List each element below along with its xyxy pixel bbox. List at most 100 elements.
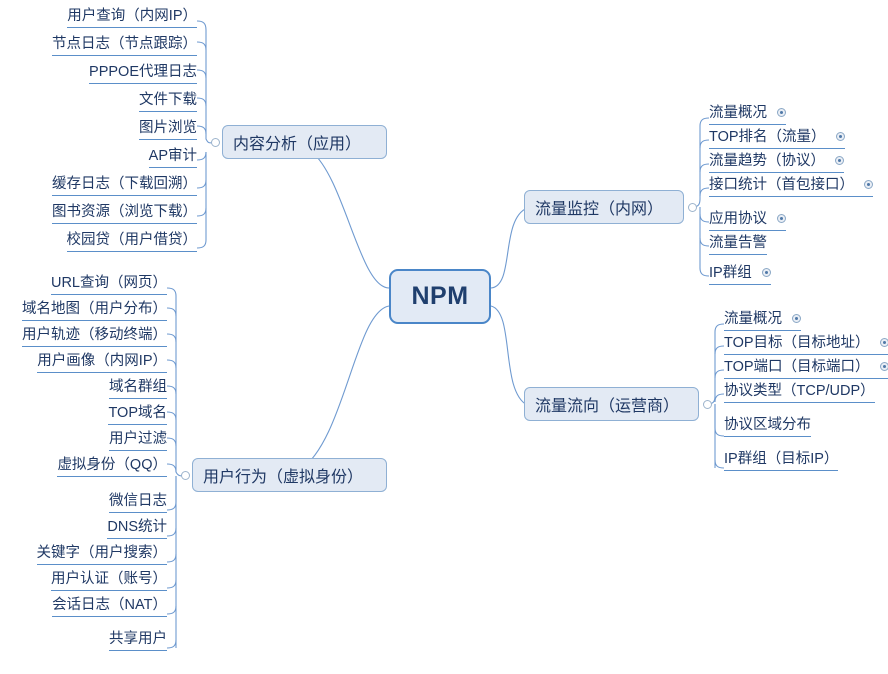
leaf-label: PPPOE代理日志 [89,64,197,80]
leaf-label: 节点日志（节点跟踪） [52,36,197,52]
leaf-label: TOP域名 [108,405,167,421]
leaf-underline [709,124,787,126]
leaf-item[interactable]: 流量概况 [709,104,787,127]
leaf-label: 协议类型（TCP/UDP） [724,383,875,399]
leaf-item[interactable]: 校园贷（用户借贷） [66,231,198,254]
leaf-item[interactable]: 用户查询（内网IP） [67,7,197,30]
leaf-label: AP审计 [148,148,197,164]
leaf-item[interactable]: DNS统计 [107,518,167,541]
leaf-label: 关键字（用户搜索） [36,545,168,561]
leaf-item[interactable]: 应用协议 [709,210,787,233]
leaf-underline [109,512,167,514]
leaf-item[interactable]: 共享用户 [109,630,167,653]
branch-node-traffic-flow[interactable]: 流量流向（运营商） [524,387,699,421]
leaf-label: DNS统计 [107,519,167,535]
leaf-item[interactable]: 图片浏览 [139,119,197,142]
collapse-toggle-icon-traffic-flow[interactable] [703,400,712,409]
leaf-underline [52,616,167,618]
collapse-toggle-icon-traffic-monitor[interactable] [688,203,697,212]
leaf-item[interactable]: TOP目标（目标地址） [724,334,888,357]
leaf-underline [709,172,845,174]
leaf-item[interactable]: IP群组（目标IP） [724,450,839,473]
leaf-underline [108,424,167,426]
leaf-underline [724,378,888,380]
leaf-underline [50,294,167,296]
expand-circle-icon[interactable] [864,179,874,189]
leaf-underline [709,148,845,150]
leaf-label: 用户查询（内网IP） [67,8,197,24]
leaf-item[interactable]: 用户过滤 [109,430,167,453]
expand-circle-icon[interactable] [777,107,787,117]
leaf-underline [52,195,197,197]
expand-circle-icon[interactable] [761,267,771,277]
leaf-item[interactable]: 流量趋势（协议） [709,152,845,175]
leaf-item[interactable]: 域名群组 [109,378,167,401]
leaf-item[interactable]: 协议类型（TCP/UDP） [724,382,875,405]
leaf-item[interactable]: URL查询（网页） [50,274,167,297]
branch-node-content-analysis[interactable]: 内容分析（应用） [222,125,387,159]
leaf-item[interactable]: 协议区域分布 [724,416,811,439]
leaf-item[interactable]: TOP排名（流量） [709,128,845,151]
leaf-item[interactable]: 域名地图（用户分布） [22,300,167,323]
expand-circle-icon[interactable] [792,313,802,323]
leaf-item[interactable]: 节点日志（节点跟踪） [52,35,197,58]
leaf-underline [109,398,167,400]
branch-node-user-behavior[interactable]: 用户行为（虚拟身份） [192,458,387,492]
leaf-label: IP群组（目标IP） [724,451,839,467]
leaf-underline [724,470,839,472]
leaf-item[interactable]: 用户轨迹（移动终端） [22,326,167,349]
leaf-item[interactable]: 会话日志（NAT） [52,596,167,619]
leaf-item[interactable]: 流量告警 [709,234,767,257]
leaf-underline [109,450,167,452]
leaf-item[interactable]: 微信日志 [109,492,167,515]
leaf-item[interactable]: 用户认证（账号） [51,570,167,593]
leaf-underline [139,111,197,113]
leaf-item[interactable]: 接口统计（首包接口） [709,176,874,199]
expand-circle-icon[interactable] [879,337,888,347]
leaf-underline [36,564,167,566]
leaf-item[interactable]: AP审计 [148,147,197,170]
leaf-label: URL查询（网页） [50,275,167,291]
leaf-underline [724,402,875,404]
expand-circle-icon[interactable] [835,131,845,141]
leaf-label: 域名群组 [109,379,167,395]
leaf-label: 缓存日志（下载回溯） [52,176,197,192]
leaf-item[interactable]: IP群组 [709,264,771,287]
root-node-npm[interactable]: NPM [389,269,491,324]
leaf-item[interactable]: TOP域名 [108,404,167,427]
expand-circle-icon[interactable] [879,361,888,371]
leaf-item[interactable]: 流量概况 [724,310,802,333]
leaf-underline [724,330,802,332]
leaf-underline [66,251,197,253]
leaf-item[interactable]: TOP端口（目标端口） [724,358,888,381]
leaf-label: 会话日志（NAT） [52,597,167,613]
leaf-item[interactable]: 图书资源（浏览下载） [52,203,197,226]
leaf-item[interactable]: 虚拟身份（QQ） [57,456,167,479]
leaf-underline [709,254,767,256]
leaf-item[interactable]: 用户画像（内网IP） [37,352,167,375]
expand-circle-icon[interactable] [777,213,787,223]
leaf-label: 共享用户 [109,631,167,647]
branch-label: 内容分析（应用） [233,136,362,153]
leaf-item[interactable]: PPPOE代理日志 [89,63,197,86]
leaf-item[interactable]: 关键字（用户搜索） [36,544,168,567]
leaf-item[interactable]: 缓存日志（下载回溯） [52,175,197,198]
expand-circle-icon[interactable] [835,155,845,165]
leaf-label: 图书资源（浏览下载） [52,204,197,220]
collapse-toggle-icon-user-behavior[interactable] [181,471,190,480]
leaf-label: 校园贷（用户借贷） [66,232,198,248]
leaf-label: 用户认证（账号） [51,571,167,587]
leaf-label: 虚拟身份（QQ） [57,457,167,473]
leaf-item[interactable]: 文件下载 [139,91,197,114]
collapse-toggle-icon-content-analysis[interactable] [211,138,220,147]
leaf-label: IP群组 [709,265,752,281]
branch-node-traffic-monitor[interactable]: 流量监控（内网） [524,190,684,224]
leaf-underline [89,83,197,85]
branch-label: 流量监控（内网） [535,201,664,218]
leaf-underline [51,590,167,592]
leaf-label: 流量概况 [724,311,782,327]
leaf-label: 流量告警 [709,235,767,251]
leaf-label: 流量概况 [709,105,767,121]
leaf-label: 应用协议 [709,211,767,227]
